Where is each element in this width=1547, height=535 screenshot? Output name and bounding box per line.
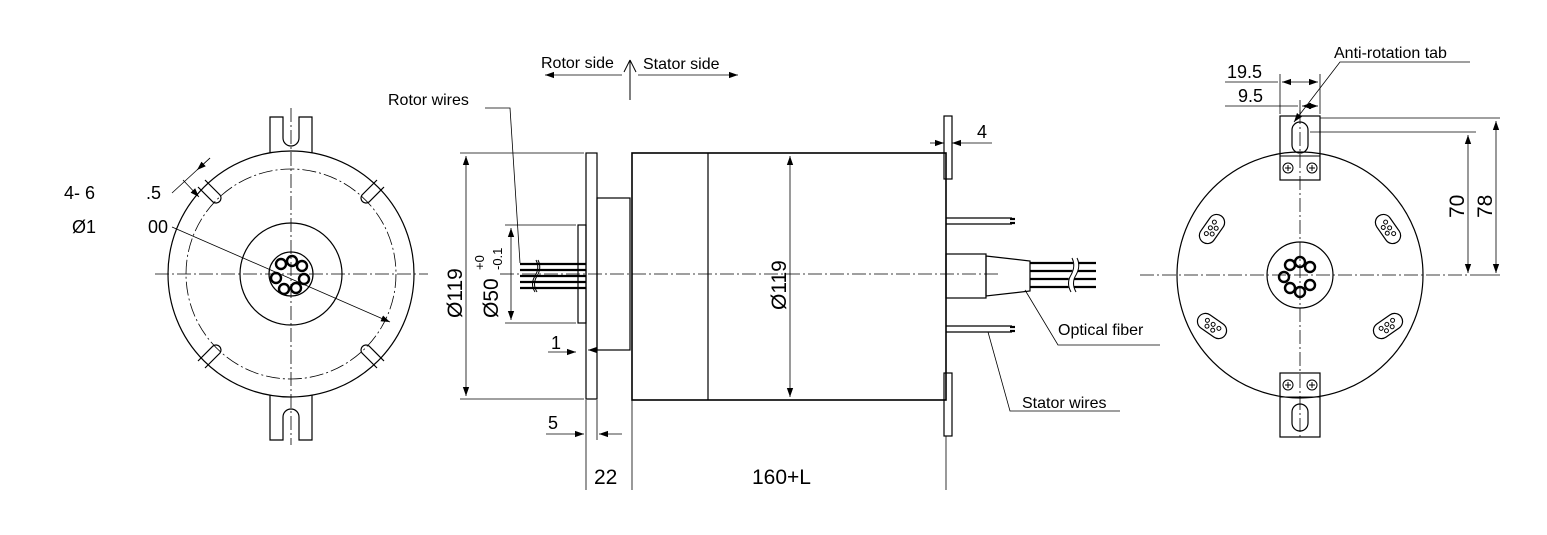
- anti-rotation-tab-label: Anti-rotation tab: [1334, 45, 1447, 62]
- connector-slot: [1196, 213, 1404, 340]
- stator-wires-label: Stator wires: [1022, 395, 1106, 412]
- anti-rotation-tab-bottom: [269, 395, 313, 441]
- stator-wires-top: [946, 217, 1015, 225]
- optical-fiber-connector: [945, 253, 1096, 299]
- anti-rotation-tab-top: [269, 116, 313, 153]
- pcd-prefix-label: Ø1: [72, 217, 96, 237]
- tab-top-side: [943, 115, 953, 180]
- mounting-slot: [197, 179, 385, 369]
- tab-78-label: 78: [1474, 195, 1497, 218]
- optical-fiber-label: Optical fiber: [1058, 322, 1144, 339]
- rotor-shaft: [577, 224, 587, 324]
- step-1-label: 1: [551, 333, 561, 353]
- body-length-label: 160+L: [752, 466, 811, 489]
- anti-rotation-tab-bottom-front: [1279, 372, 1321, 438]
- rotor-wires-label: Rotor wires: [388, 92, 469, 109]
- rotor-wires: [520, 259, 586, 293]
- flange-22-label: 22: [594, 466, 617, 489]
- stator-center-bundle: [1277, 255, 1317, 299]
- flange-5-label: 5: [548, 413, 558, 433]
- rotor-side-label: Rotor side: [541, 55, 614, 72]
- stator-end-view: 19.5 9.5 Anti-rotation tab 70 78: [1140, 45, 1500, 440]
- side-view: Rotor side Stator side: [388, 55, 1160, 490]
- stator-side-label: Stator side: [643, 56, 720, 73]
- tab-bottom-side: [943, 372, 953, 437]
- outer-dia-rotor-label: Ø119: [444, 268, 467, 318]
- tab-thickness-label: 4: [977, 122, 987, 142]
- tab-70-label: 70: [1446, 195, 1469, 218]
- holes-count-label: 4- 6: [64, 183, 95, 203]
- holes-dia-label: .5: [146, 183, 161, 203]
- rotor-end-view: 4- 6 .5 Ø1 00: [64, 108, 428, 445]
- shaft-dia-label: Ø50: [480, 278, 503, 318]
- pcd-suffix-label: 00: [148, 217, 168, 237]
- rotor-flange: [585, 152, 598, 400]
- rotor-wire-bundle: [269, 254, 311, 296]
- tab-9-5-label: 9.5: [1238, 86, 1263, 106]
- stator-wires-bottom: [946, 325, 1015, 333]
- shaft-tol-upper: +0: [472, 255, 487, 270]
- tab-19-5-label: 19.5: [1227, 62, 1262, 82]
- anti-rotation-tab-top-front: [1279, 115, 1321, 181]
- shaft-tol-lower: -0.1: [490, 248, 505, 270]
- body-dia-label: Ø119: [768, 260, 791, 310]
